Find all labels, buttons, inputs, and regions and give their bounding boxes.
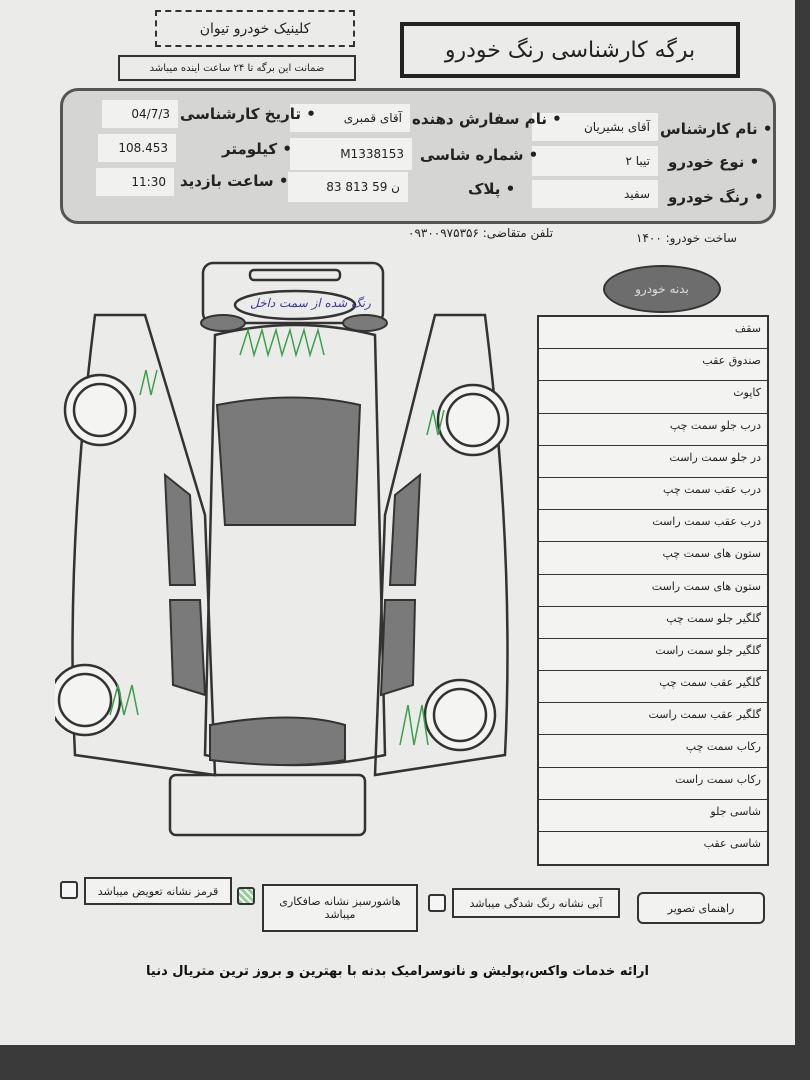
body-part-row[interactable]: در جلو سمت راست xyxy=(539,446,767,478)
inspection-sheet: برگه کارشناسی رنگ خودرو کلینیک خودرو تیو… xyxy=(0,0,795,1045)
wheel xyxy=(423,678,497,752)
plate-label: • پلاک xyxy=(468,180,516,198)
footer-services: ارائه خدمات واکس،پولیش و نانوسرامیک بدنه… xyxy=(146,964,649,979)
guarantee-note: ضمانت این برگه تا ۲۴ ساعت اینده میباشد xyxy=(118,55,356,81)
build-year: ساخت خودرو: ۱۴۰۰ xyxy=(636,231,737,245)
rear-window xyxy=(209,716,346,766)
car-type-label: • نوع خودرو xyxy=(668,153,760,171)
body-part-row[interactable]: درب جلو سمت چپ xyxy=(539,414,767,446)
body-part-row[interactable]: گلگیر جلو سمت چپ xyxy=(539,607,767,639)
body-part-row[interactable]: گلگیر عقب سمت چپ xyxy=(539,671,767,704)
car-color-label: • رنگ خودرو xyxy=(668,188,764,206)
phone-number: تلفن متقاضی: ۰۹۳۰۰۹۷۵۳۵۶ xyxy=(408,226,554,240)
client-label: • نام سفارش دهنده xyxy=(412,110,562,128)
legend-guide: راهنمای تصویر xyxy=(637,892,765,924)
page-title: برگه کارشناسی رنگ خودرو xyxy=(400,22,740,78)
body-part-row[interactable]: رکاب سمت چپ xyxy=(539,735,767,768)
time-label: • ساعت بازدید xyxy=(180,172,289,190)
red-checkbox[interactable] xyxy=(60,881,78,899)
car-color-value: سفید xyxy=(532,180,658,208)
wheel xyxy=(436,383,510,457)
legend-green: هاشورسبز نشانه صافکاری میباشد xyxy=(262,884,418,932)
client-value: آقای قمبری xyxy=(290,104,410,132)
body-part-row[interactable]: درب عقب سمت راست xyxy=(539,510,767,543)
clinic-name: کلینیک خودرو تیوان xyxy=(155,10,355,47)
body-part-row[interactable]: درب عقب سمت چپ xyxy=(539,478,767,511)
body-part-row[interactable]: صندوق عقب xyxy=(539,349,767,382)
chassis-value: M1338153 xyxy=(290,138,412,170)
car-type-value: تیبا ۲ xyxy=(532,146,658,176)
car-rear-view xyxy=(201,261,385,325)
body-part-row[interactable]: ستون های سمت چپ xyxy=(539,542,767,575)
time-value: 11:30 xyxy=(96,168,174,196)
car-front-view xyxy=(168,773,367,837)
legend-red: قرمز نشانه تعویض میباشد xyxy=(84,877,232,905)
handwritten-note: رنگ شده از سمت داخل xyxy=(250,296,371,310)
windshield xyxy=(215,396,362,526)
green-checkbox[interactable] xyxy=(237,887,255,905)
body-part-row[interactable]: گلگیر جلو سمت راست xyxy=(539,639,767,672)
date-value: 04/7/3 xyxy=(102,100,178,128)
body-part-row[interactable]: کاپوت xyxy=(539,381,767,414)
legend-blue: آبی نشانه رنگ شدگی میباشد xyxy=(452,888,620,918)
km-value: 108.453 xyxy=(98,134,176,162)
expert-label: • نام کارشناس xyxy=(660,120,773,138)
body-part-row[interactable]: رکاب سمت راست xyxy=(539,768,767,800)
chassis-label: • شماره شاسی xyxy=(420,146,539,164)
plate-value: 83 813 ن 59 xyxy=(288,172,408,202)
body-part-row[interactable]: گلگیر عقب سمت راست xyxy=(539,703,767,736)
km-label: • کیلومتر xyxy=(222,140,292,158)
car-diagram xyxy=(55,261,510,837)
date-label: • تاریخ کارشناسی xyxy=(180,105,316,123)
expert-value: آقای بشیریان xyxy=(532,113,658,141)
blue-checkbox[interactable] xyxy=(428,894,446,912)
car-top-view xyxy=(203,323,387,767)
repair-hatching xyxy=(109,327,445,746)
body-part-row[interactable]: شاسی عقب xyxy=(703,837,761,850)
wheel xyxy=(63,373,137,447)
body-section-title: بدنه خودرو xyxy=(603,265,721,313)
body-part-row[interactable]: سقف xyxy=(539,317,767,350)
body-part-row[interactable]: ستون های سمت راست xyxy=(539,575,767,607)
body-part-row[interactable]: شاسی جلو xyxy=(539,800,767,832)
